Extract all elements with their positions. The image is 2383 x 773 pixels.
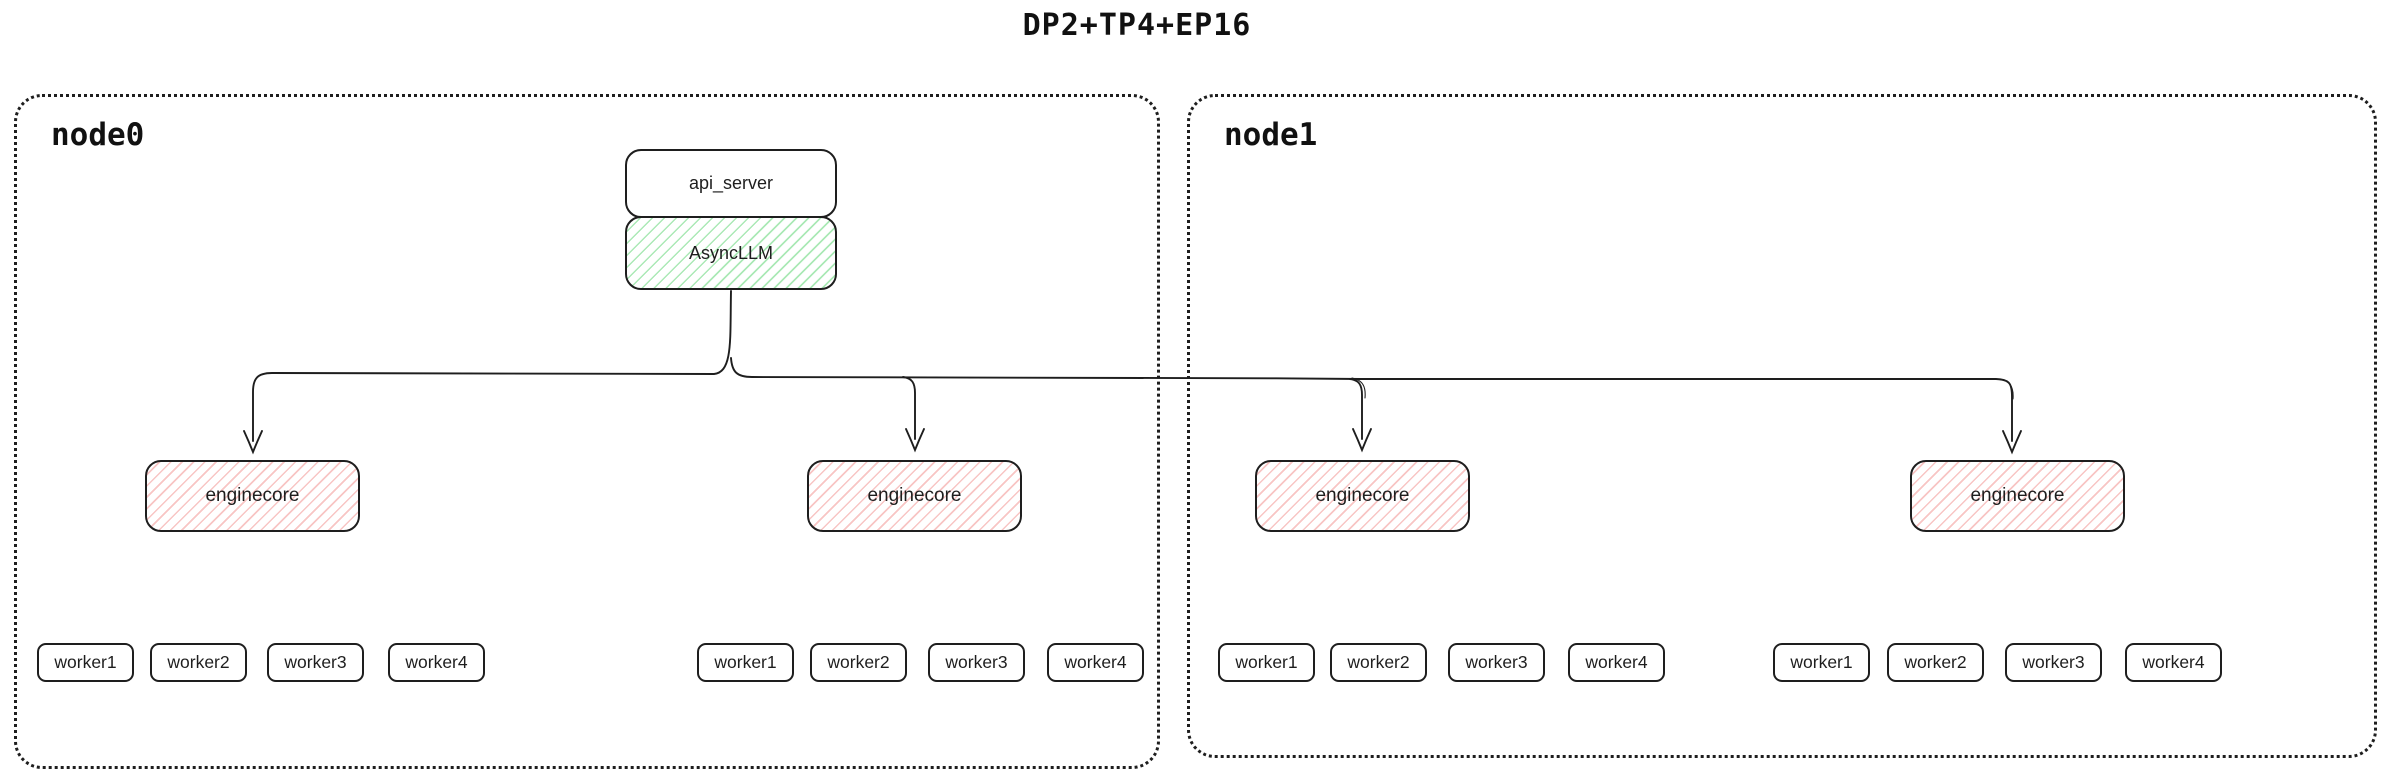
worker-box: worker3 [928, 643, 1025, 682]
worker-box: worker2 [150, 643, 247, 682]
worker-label: worker1 [714, 652, 777, 672]
worker-label: worker1 [1235, 652, 1298, 672]
worker-box: worker1 [1218, 643, 1315, 682]
worker-label: worker2 [1347, 652, 1410, 672]
worker-box: worker3 [267, 643, 364, 682]
worker-label: worker2 [827, 652, 890, 672]
enginecore-label: enginecore [1970, 485, 2065, 506]
worker-label: worker3 [1465, 652, 1528, 672]
worker-label: worker1 [54, 652, 117, 672]
worker-box: worker4 [2125, 643, 2222, 682]
worker-label: worker3 [2022, 652, 2085, 672]
asyncllm-label: AsyncLLM [688, 242, 774, 263]
worker-label: worker1 [1790, 652, 1853, 672]
enginecore-label: enginecore [1315, 485, 1410, 506]
worker-box: worker1 [1773, 643, 1870, 682]
enginecore-box-node0-a: enginecore [145, 460, 360, 532]
worker-box: worker4 [1568, 643, 1665, 682]
worker-box: worker2 [1887, 643, 1984, 682]
diagram-title: DP2+TP4+EP16 [1022, 8, 1252, 43]
api-server-label: api_server [688, 173, 774, 193]
worker-label: worker4 [405, 652, 468, 672]
worker-box: worker3 [2005, 643, 2102, 682]
worker-box: worker4 [388, 643, 485, 682]
enginecore-box-node0-b: enginecore [807, 460, 1022, 532]
worker-label: worker3 [945, 652, 1008, 672]
worker-box: worker4 [1047, 643, 1144, 682]
enginecore-label: enginecore [205, 485, 300, 506]
api-server-box: api_server [625, 149, 837, 218]
worker-label: worker4 [1585, 652, 1648, 672]
asyncllm-box: AsyncLLM [625, 216, 837, 290]
worker-box: worker2 [1330, 643, 1427, 682]
enginecore-label: enginecore [867, 485, 962, 506]
worker-box: worker3 [1448, 643, 1545, 682]
worker-label: worker3 [284, 652, 347, 672]
enginecore-box-node1-b: enginecore [1910, 460, 2125, 532]
worker-box: worker1 [697, 643, 794, 682]
worker-box: worker1 [37, 643, 134, 682]
worker-label: worker2 [1904, 652, 1967, 672]
worker-label: worker2 [167, 652, 230, 672]
enginecore-box-node1-a: enginecore [1255, 460, 1470, 532]
node1-label: node1 [1224, 117, 1318, 153]
node0-label: node0 [51, 117, 145, 153]
worker-label: worker4 [1064, 652, 1127, 672]
worker-box: worker2 [810, 643, 907, 682]
worker-label: worker4 [2142, 652, 2205, 672]
